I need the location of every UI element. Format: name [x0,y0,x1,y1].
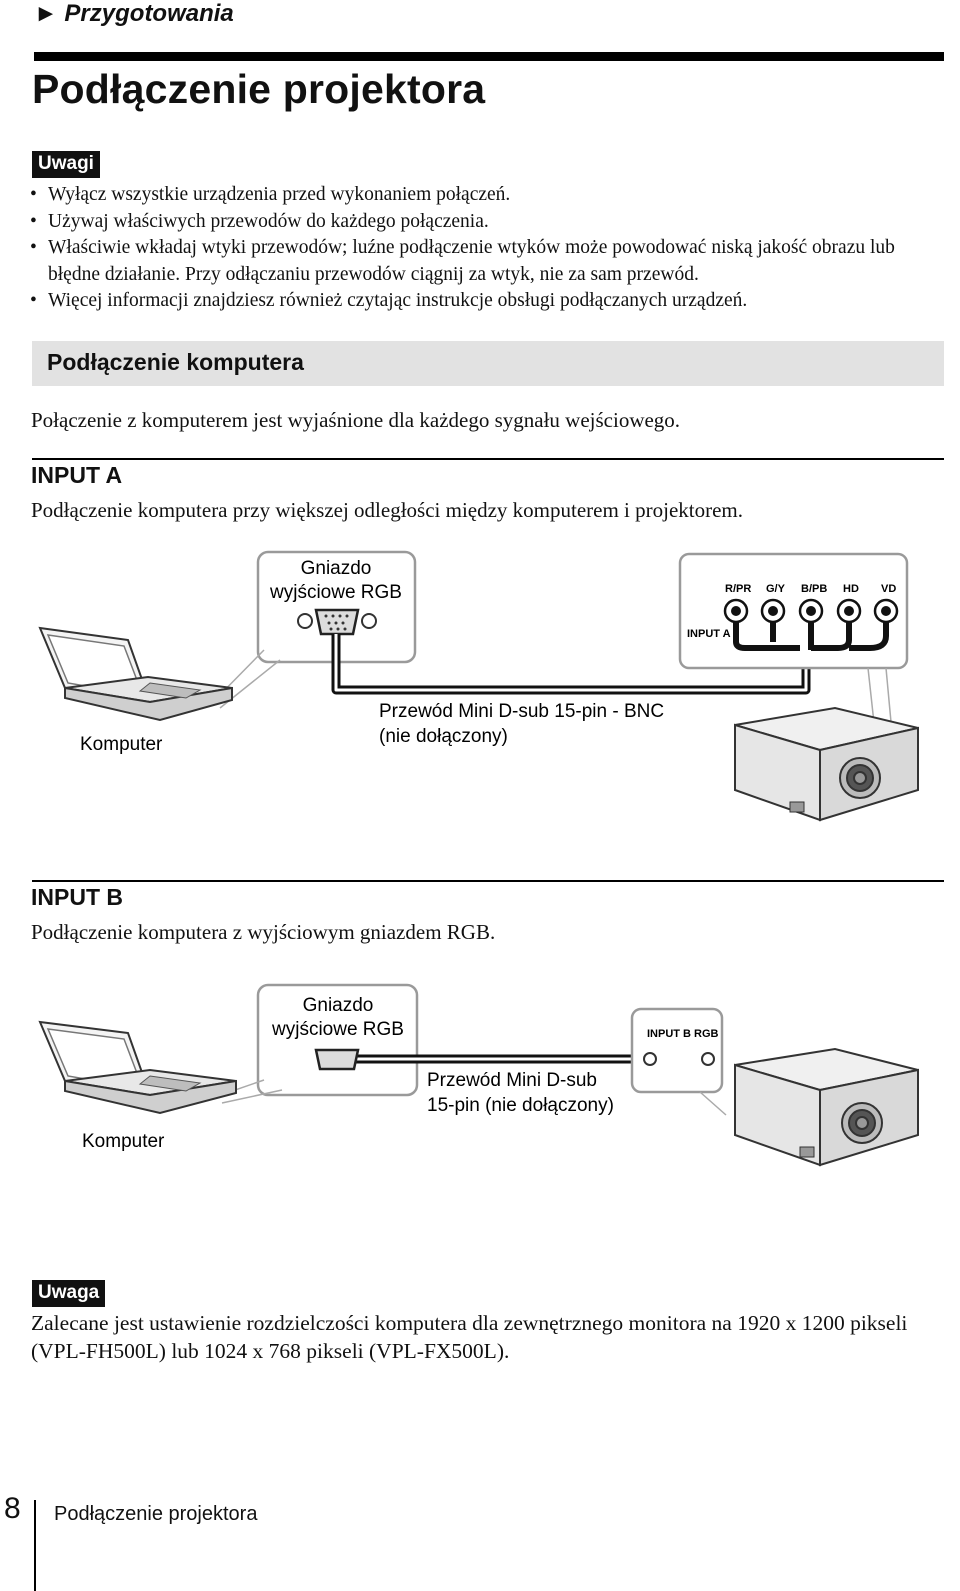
vga-port-icon [297,608,377,636]
input-b-heading: INPUT B [31,884,123,910]
laptop-icon [38,1020,237,1115]
rgb-output-label: Gniazdo [303,995,374,1016]
port-label: R/PR [725,583,751,595]
notes-list: •Wyłącz wszystkie urządzenia przed wykon… [30,182,942,315]
laptop-icon [38,626,233,722]
input-a-heading: INPUT A [31,462,123,488]
port-label: G/Y [766,583,786,595]
input-a-panel-label: INPUT A [687,628,731,640]
section-intro: Połączenie z komputerem jest wyjaśnione … [31,408,681,432]
projector-icon [734,706,919,822]
note-text: Zalecane jest ustawienie rozdzielczości … [31,1311,908,1363]
input-b-panel-label: INPUT B RGB [647,1028,719,1040]
rgb-callout-box [256,983,419,1097]
bnc-connector-icons [723,598,899,624]
notes-tag: Uwagi [32,151,100,178]
projector-icon [734,1047,919,1167]
note-item: •Używaj właściwych przewodów do każdego … [30,210,489,232]
header-rule [34,52,944,61]
input-b-diagram: Gniazdo wyjściowe RGB INPUT B RGB Przewó… [38,983,919,1167]
cable-label: Przewód Mini D-sub [427,1070,597,1091]
rgb-output-label: wyjściowe RGB [271,1019,404,1040]
cable-label: (nie dołączony) [379,726,508,747]
note-item: •Właściwie wkładaj wtyki przewodów; luźn… [30,237,895,285]
note-item: •Więcej informacji znajdziesz również cz… [30,290,748,311]
page-title: Podłączenie projektora [32,66,486,112]
port-label: VD [881,583,896,595]
cable-label: 15-pin (nie dołączony) [427,1095,614,1116]
input-a-diagram: Gniazdo wyjściowe RGB Komputer Przewód M… [38,550,919,822]
rgb-output-label: wyjściowe RGB [269,582,402,603]
breadcrumb: ► Przygotowania [34,0,234,27]
rgb-output-label: Gniazdo [301,558,372,579]
port-label: B/PB [801,583,827,595]
input-a-rule [32,458,944,460]
input-a-description: Podłączenie komputera przy większej odle… [31,498,744,522]
port-label: HD [843,583,859,595]
note-tag: Uwaga [32,1280,106,1307]
section-header: Podłączenie komputera [32,341,944,386]
footer-separator [34,1500,36,1591]
footer-title: Podłączenie projektora [54,1503,258,1525]
section-title: Podłączenie komputera [47,349,304,375]
input-b-description: Podłączenie komputera z wyjściowym gniaz… [31,920,496,944]
input-b-panel [630,1007,724,1094]
page-number: 8 [4,1492,21,1525]
input-b-rule [32,880,944,882]
note-item: •Wyłącz wszystkie urządzenia przed wykon… [30,184,511,205]
computer-label: Komputer [80,734,163,755]
computer-label: Komputer [82,1131,165,1152]
cable-label: Przewód Mini D-sub 15-pin - BNC [379,701,664,722]
